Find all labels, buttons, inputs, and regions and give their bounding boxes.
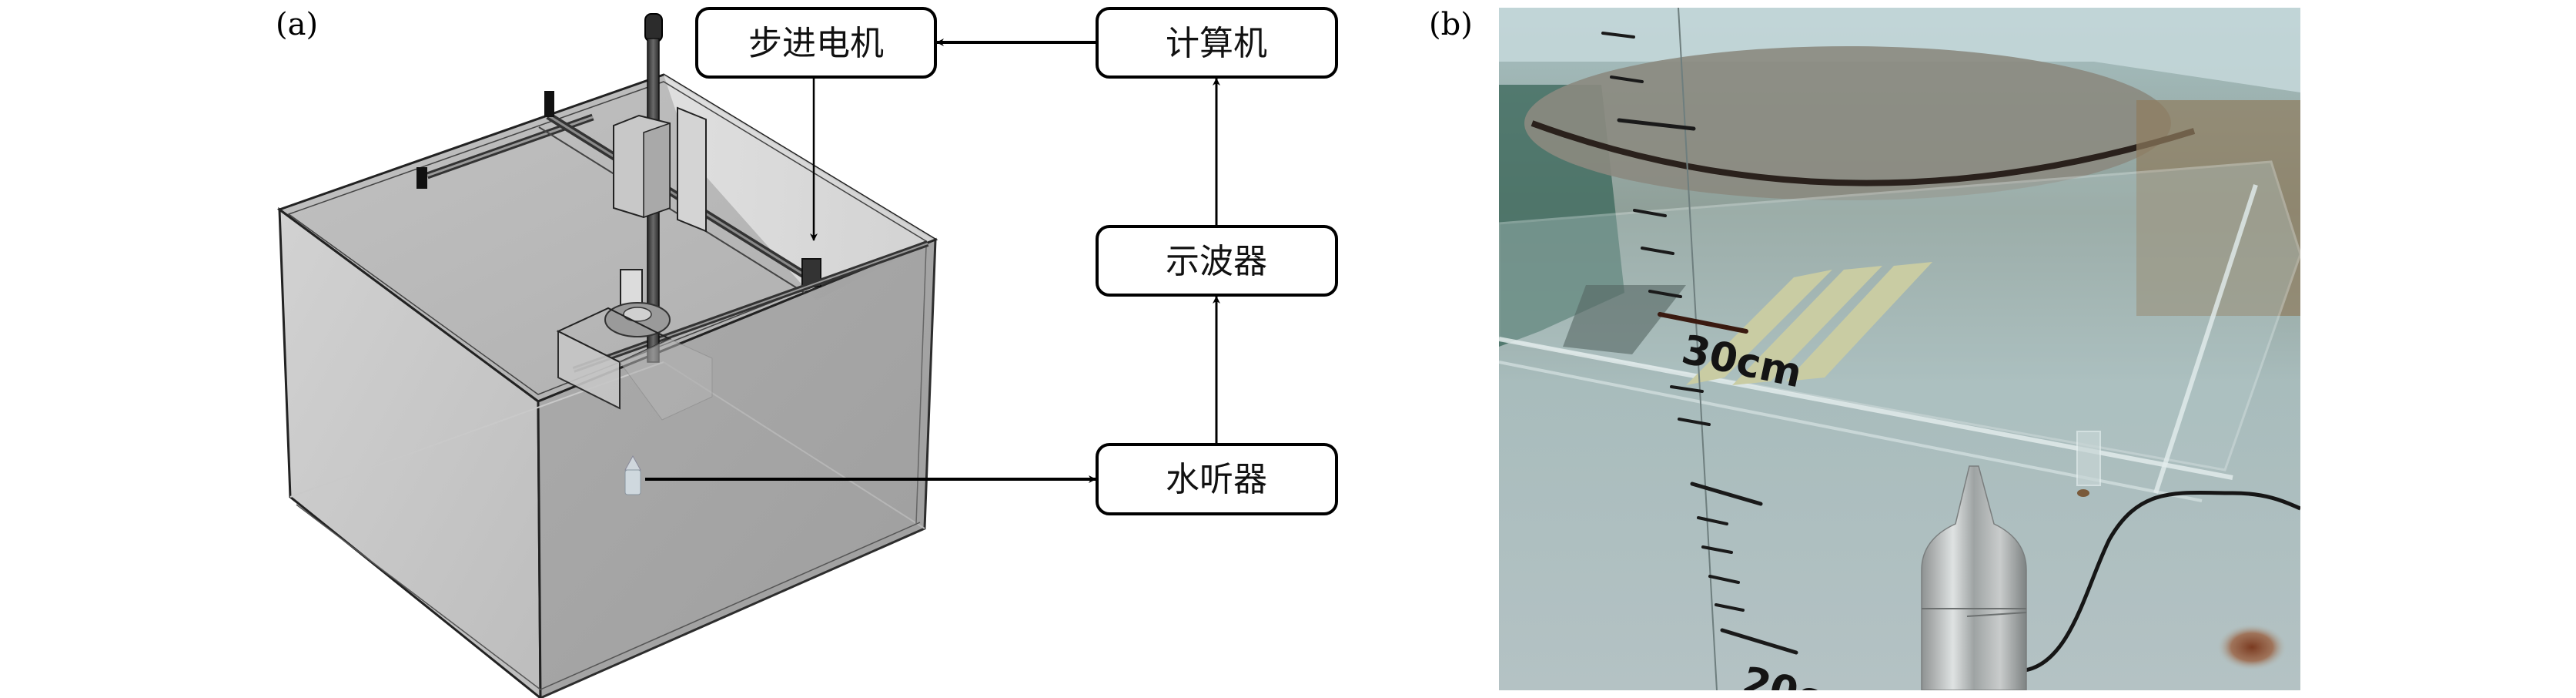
panel-label-b: (b) <box>1429 7 1473 42</box>
node-hydrophone: 水听器 <box>1096 443 1338 515</box>
photo-strip <box>1686 270 1832 385</box>
photo-rust-spot <box>2217 624 2287 670</box>
node-label-stepper-motor: 步进电机 <box>748 24 884 63</box>
hydrophone-cable <box>2024 491 2300 673</box>
experiment-photo: 30cm 20cm <box>1499 8 2300 690</box>
tank-inner-right <box>664 75 935 300</box>
photo-tray <box>1499 160 2300 471</box>
tank-bottom-edge <box>540 522 921 690</box>
photo-disk-rim <box>1531 120 2196 186</box>
rod-coupler <box>620 269 643 307</box>
rail-end-cap <box>544 91 554 117</box>
z-axis-assembly <box>556 13 713 421</box>
ruler-ticks <box>1601 32 1798 655</box>
tank-bottom-edge <box>296 504 541 690</box>
hydrophone-sensor <box>1921 465 2027 690</box>
motor-knob <box>644 13 663 42</box>
photo-strip <box>1732 266 1882 385</box>
photo-tray-leg <box>2076 431 2101 486</box>
node-label-computer: 计算机 <box>1166 24 1267 63</box>
node-label-hydrophone: 水听器 <box>1166 460 1267 499</box>
panel-label-a: (a) <box>276 7 319 42</box>
mount-plate <box>677 106 707 233</box>
photo-transducer-disk <box>1524 46 2171 200</box>
node-computer: 计算机 <box>1096 7 1338 79</box>
block-diagram: 步进电机 计算机 示波器 水听器 <box>645 7 1338 515</box>
node-oscilloscope: 示波器 <box>1096 225 1338 297</box>
photo-strip <box>1786 262 1932 381</box>
node-stepper-motor: 步进电机 <box>695 7 937 79</box>
hydrophone-model <box>624 455 641 495</box>
photo-brown-region <box>2136 100 2300 316</box>
node-label-oscilloscope: 示波器 <box>1166 242 1267 281</box>
water-tank-illustration <box>276 13 938 698</box>
rail-end-cap <box>417 167 427 189</box>
